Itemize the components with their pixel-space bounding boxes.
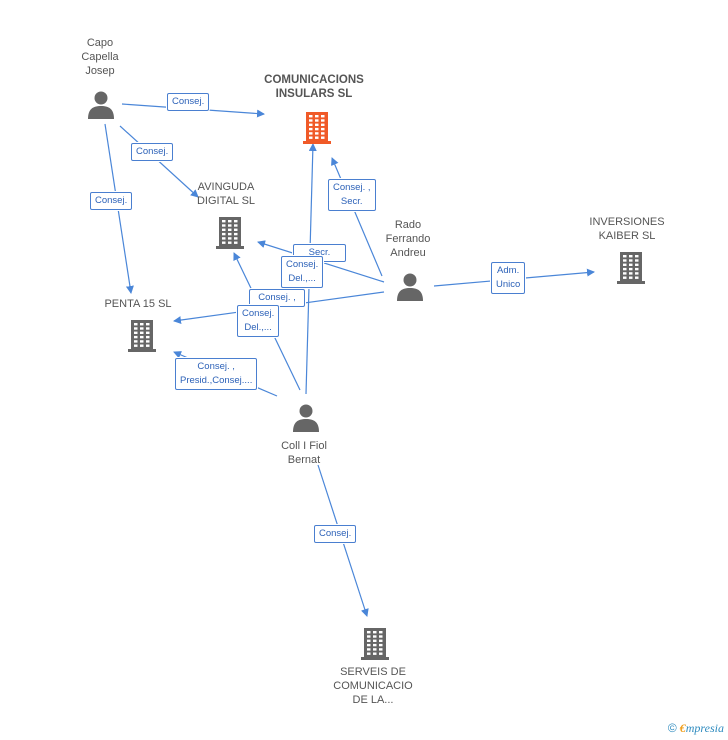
edge-rado-to-comunicacions xyxy=(331,157,383,277)
person-icon xyxy=(88,91,114,119)
edge-label-coll-penta[interactable]: Consej. ,Presid.,Consej.... xyxy=(175,358,258,390)
building-icon xyxy=(617,252,645,284)
edge-capo-to-avinguda xyxy=(119,125,199,198)
edge-label-capo-avinguda[interactable]: Consej. xyxy=(131,143,174,161)
penta-building-icon[interactable] xyxy=(126,318,158,357)
edge-label-capo-penta[interactable]: Consej. xyxy=(90,192,133,210)
building-icon xyxy=(361,628,389,660)
empresia-copyright[interactable]: © €mpresia xyxy=(668,721,724,736)
comunicacions-building-icon[interactable] xyxy=(301,110,333,149)
capo-person-icon[interactable] xyxy=(87,90,115,125)
person-icon xyxy=(397,273,423,301)
building-icon xyxy=(128,320,156,352)
empresia-logo-initial: € xyxy=(679,721,686,735)
coll-person-icon[interactable] xyxy=(292,403,320,438)
serveis-building-icon[interactable] xyxy=(359,626,391,665)
penta-label[interactable]: PENTA 15 SL xyxy=(104,298,172,310)
person-icon xyxy=(293,404,319,432)
edge-label-rado-inversiones[interactable]: Adm.Unico xyxy=(491,262,526,294)
edge-label-coll-serveis[interactable]: Consej. xyxy=(314,525,357,543)
rado-person-icon[interactable] xyxy=(396,272,424,307)
avinguda-building-icon[interactable] xyxy=(214,215,246,254)
edge-label-capo-comunicacions[interactable]: Consej. xyxy=(167,93,210,111)
edge-label-rado-penta[interactable]: Consej.Del.,... xyxy=(237,305,280,337)
building-icon xyxy=(303,112,331,144)
building-icon xyxy=(216,217,244,249)
copyright-icon: © xyxy=(667,721,677,735)
empresia-logo-text: mpresia xyxy=(685,721,724,735)
inversiones-building-icon[interactable] xyxy=(615,250,647,289)
edge-label-rado-comunicacions[interactable]: Consej. ,Secr. xyxy=(328,179,376,211)
edge-label-rado-avinguda[interactable]: Consej.Del.,... xyxy=(281,256,324,288)
